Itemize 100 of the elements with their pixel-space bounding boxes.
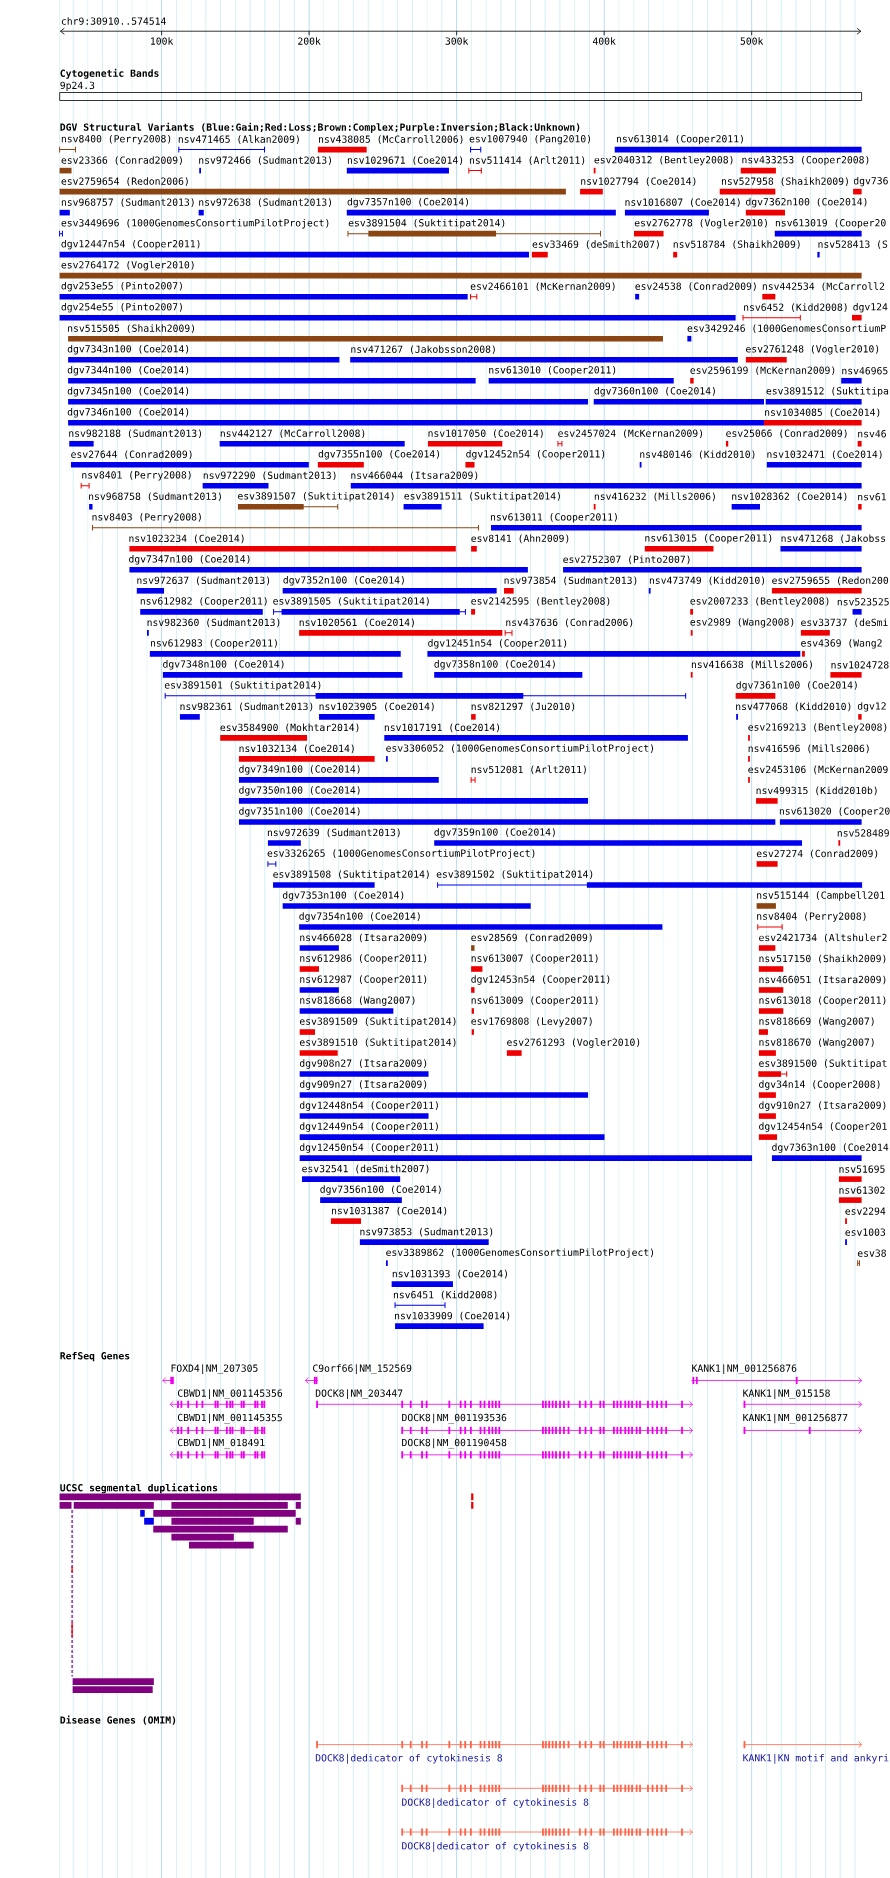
variant-label: esv27644 (Conrad2009)	[71, 450, 192, 460]
variant-label: esv3449696 (1000GenomesConsortiumPilotProject)	[61, 218, 329, 229]
gene-label: DOCK8|dedicator of cytokinesis 8	[402, 1841, 589, 1852]
variant-label: nsv613009 (Cooper2011)	[471, 996, 598, 1006]
variant-label: nsv51695	[839, 1165, 885, 1173]
variant-label: nsv613019 (Cooper20	[775, 218, 886, 229]
variant-label: nsv471465 (Alkan2009)	[178, 135, 299, 144]
variant-label: nsv528413 (S	[818, 240, 888, 249]
variant-label: esv2989 (Wang2008)	[690, 618, 794, 628]
variant-label: nsv473749 (Kidd2010)	[649, 576, 765, 586]
variant-label: dgv7358n100 (Coe2014)	[434, 660, 555, 670]
variant-label: nsv818668 (Wang2007)	[300, 996, 415, 1006]
variant-label: nsv442534 (McCarroll2	[762, 282, 885, 292]
variant-label: dgv7349n100 (Coe2014)	[239, 765, 360, 775]
variant-label: dgv7359n100 (Coe2014)	[434, 828, 555, 838]
variant-label: dgv910n27 (Itsara2009)	[759, 1101, 886, 1111]
variant-label: nsv982361 (Sudmant2013)	[180, 702, 313, 712]
variant-label: esv3389862 (1000GenomesConsortiumPilotProject)	[386, 1248, 653, 1258]
variant-label: dgv7361n100 (Coe2014)	[736, 681, 857, 691]
variant-label: nsv1034085 (Coe2014)	[765, 408, 880, 418]
variant-label: dgv12448n54 (Cooper2011)	[299, 1101, 438, 1111]
variant-label: esv2759655 (Redon200	[772, 576, 889, 586]
variant-label: dgv909n27 (Itsara2009)	[299, 1080, 427, 1090]
variant-label: nsv8403 (Perry2008)	[92, 513, 201, 523]
variant-label: esv3891507 (Suktitipat2014)	[238, 492, 394, 502]
variant-label: nsv515144 (Campbell201	[757, 891, 885, 901]
variant-label: nsv477068 (Kidd2010)	[736, 702, 851, 712]
variant-label: nsv613007 (Cooper2011)	[471, 954, 598, 964]
variant-label: nsv466028 (Itsara2009)	[300, 933, 427, 943]
variant-label: nsv821297 (Ju2010)	[471, 702, 575, 712]
gene-label: CBWD1|NM_018491	[177, 1438, 265, 1449]
variant-label: dgv7344n100 (Coe2014)	[67, 366, 189, 376]
variant-label: dgv736	[853, 176, 888, 187]
variant-label: nsv613010 (Cooper2011)	[489, 366, 616, 376]
variant-label: nsv437636 (Conrad2006)	[506, 618, 633, 628]
variant-label: nsv480146 (Kidd2010)	[640, 450, 755, 460]
variant-label: nsv1032471 (Coe2014)	[767, 450, 882, 460]
variant-label: nsv438085 (McCarroll2006)	[319, 135, 463, 144]
variant-label: dgv12447n54 (Cooper2011)	[61, 239, 200, 250]
variant-label: nsv612987 (Cooper2011)	[300, 975, 427, 985]
variant-label: dgv7360n100 (Coe2014)	[594, 387, 715, 397]
variant-label: dgv908n27 (Itsara2009)	[299, 1059, 427, 1069]
gene-label: DOCK8|NM_001190458	[402, 1438, 507, 1449]
variant-label: dgv7354n100 (Coe2014)	[299, 912, 420, 922]
variant-label: nsv613011 (Cooper2011)	[490, 513, 617, 523]
variant-label: esv2752307 (Pinto2007)	[563, 555, 690, 565]
variant-label: dgv34n14 (Cooper2008)	[759, 1080, 880, 1090]
variant-label: nsv1023234 (Coe2014)	[129, 534, 244, 544]
variant-label: esv3891501 (Suktitipat2014)	[164, 681, 321, 691]
variant-label: nsv512081 (Arlt2011)	[471, 765, 586, 775]
variant-label: esv2466101 (McKernan2009)	[470, 282, 615, 291]
variant-label: nsv46965	[842, 367, 888, 375]
variant-label: nsv613018 (Cooper2011)	[759, 996, 886, 1006]
variant-label: nsv523525	[837, 598, 889, 606]
variant-label: nsv517150 (Shaikh2009)	[759, 954, 886, 964]
variant-label: dgv12450n54 (Cooper2011)	[299, 1143, 438, 1153]
variant-label: esv3306052 (1000GenomesConsortiumPilotProject)	[386, 744, 653, 754]
variant-label: dgv12449n54 (Cooper2011)	[299, 1122, 438, 1132]
variant-label: esv33469 (deSmith2007)	[532, 240, 659, 249]
variant-label: esv2596199 (McKernan2009)	[690, 366, 835, 376]
tick-label: 400k	[592, 37, 616, 45]
variant-label: nsv968758 (Sudmant2013)	[89, 492, 221, 502]
gene-label: KANK1|KN motif and ankyri	[743, 1753, 889, 1764]
tick-label: 500k	[740, 37, 764, 45]
variant-label: nsv8404 (Perry2008)	[757, 912, 866, 922]
variant-label: esv28569 (Conrad2009)	[471, 933, 592, 943]
variant-label: dgv7355n100 (Coe2014)	[318, 450, 440, 460]
variant-label: esv8141 (Ahn2009)	[471, 534, 569, 544]
variant-label: dgv7350n100 (Coe2014)	[239, 786, 360, 796]
tick-label: 100k	[151, 37, 174, 45]
variant-label: nsv6451 (Kidd2008)	[393, 1290, 497, 1300]
variant-label: nsv416232 (Mills2006)	[594, 492, 715, 502]
variant-label: esv3429246 (1000GenomesConsortiumP	[687, 324, 886, 334]
variant-label: dgv12454n54 (Cooper201	[759, 1122, 887, 1132]
variant-label: esv2759654 (Redon2006)	[61, 177, 188, 186]
variant-label: esv2007233 (Bentley2008)	[690, 597, 829, 607]
variant-label: nsv471268 (Jakobss	[781, 534, 886, 544]
variant-label: nsv527958 (Shaikh2009)	[722, 177, 848, 186]
gene-label: FOXD4|NM_207305	[171, 1364, 258, 1374]
variant-label: nsv1031393 (Coe2014)	[392, 1269, 507, 1279]
variant-label: esv3891508 (Suktitipat2014)	[273, 870, 429, 880]
variant-label: nsv416596 (Mills2006)	[748, 744, 869, 754]
track-title: UCSC segmental duplications	[60, 1483, 218, 1494]
gene-label: DOCK8|NM_001193536	[402, 1413, 507, 1424]
gene-label: KANK1|NM_015158	[743, 1389, 830, 1399]
variant-label: esv1769808 (Levy2007)	[471, 1017, 592, 1027]
position-label: chr9:30910..574514	[61, 17, 166, 25]
variant-label: dgv7352n100 (Coe2014)	[283, 576, 404, 586]
variant-label: esv32541 (deSmith2007)	[302, 1164, 429, 1174]
variant-label: esv3891500 (Suktitipat	[759, 1059, 887, 1069]
variant-label: esv3326265 (1000GenomesConsortiumPilotProject)	[267, 849, 535, 859]
variant-label: esv1007940 (Pang2010)	[469, 134, 590, 145]
variant-label: esv2453106 (McKernan2009	[748, 765, 888, 775]
variant-label: dgv7351n100 (Coe2014)	[239, 807, 360, 817]
variant-label: nsv1032134 (Coe2014)	[239, 744, 354, 754]
variant-label: dgv12	[857, 702, 886, 712]
variant-label: esv2761248 (Vogler2010)	[746, 344, 879, 355]
variant-label: esv38	[857, 1249, 886, 1257]
variant-label: esv3891505 (Suktitipat2014)	[273, 597, 429, 607]
variant-label: nsv973853 (Sudmant2013)	[360, 1227, 493, 1237]
